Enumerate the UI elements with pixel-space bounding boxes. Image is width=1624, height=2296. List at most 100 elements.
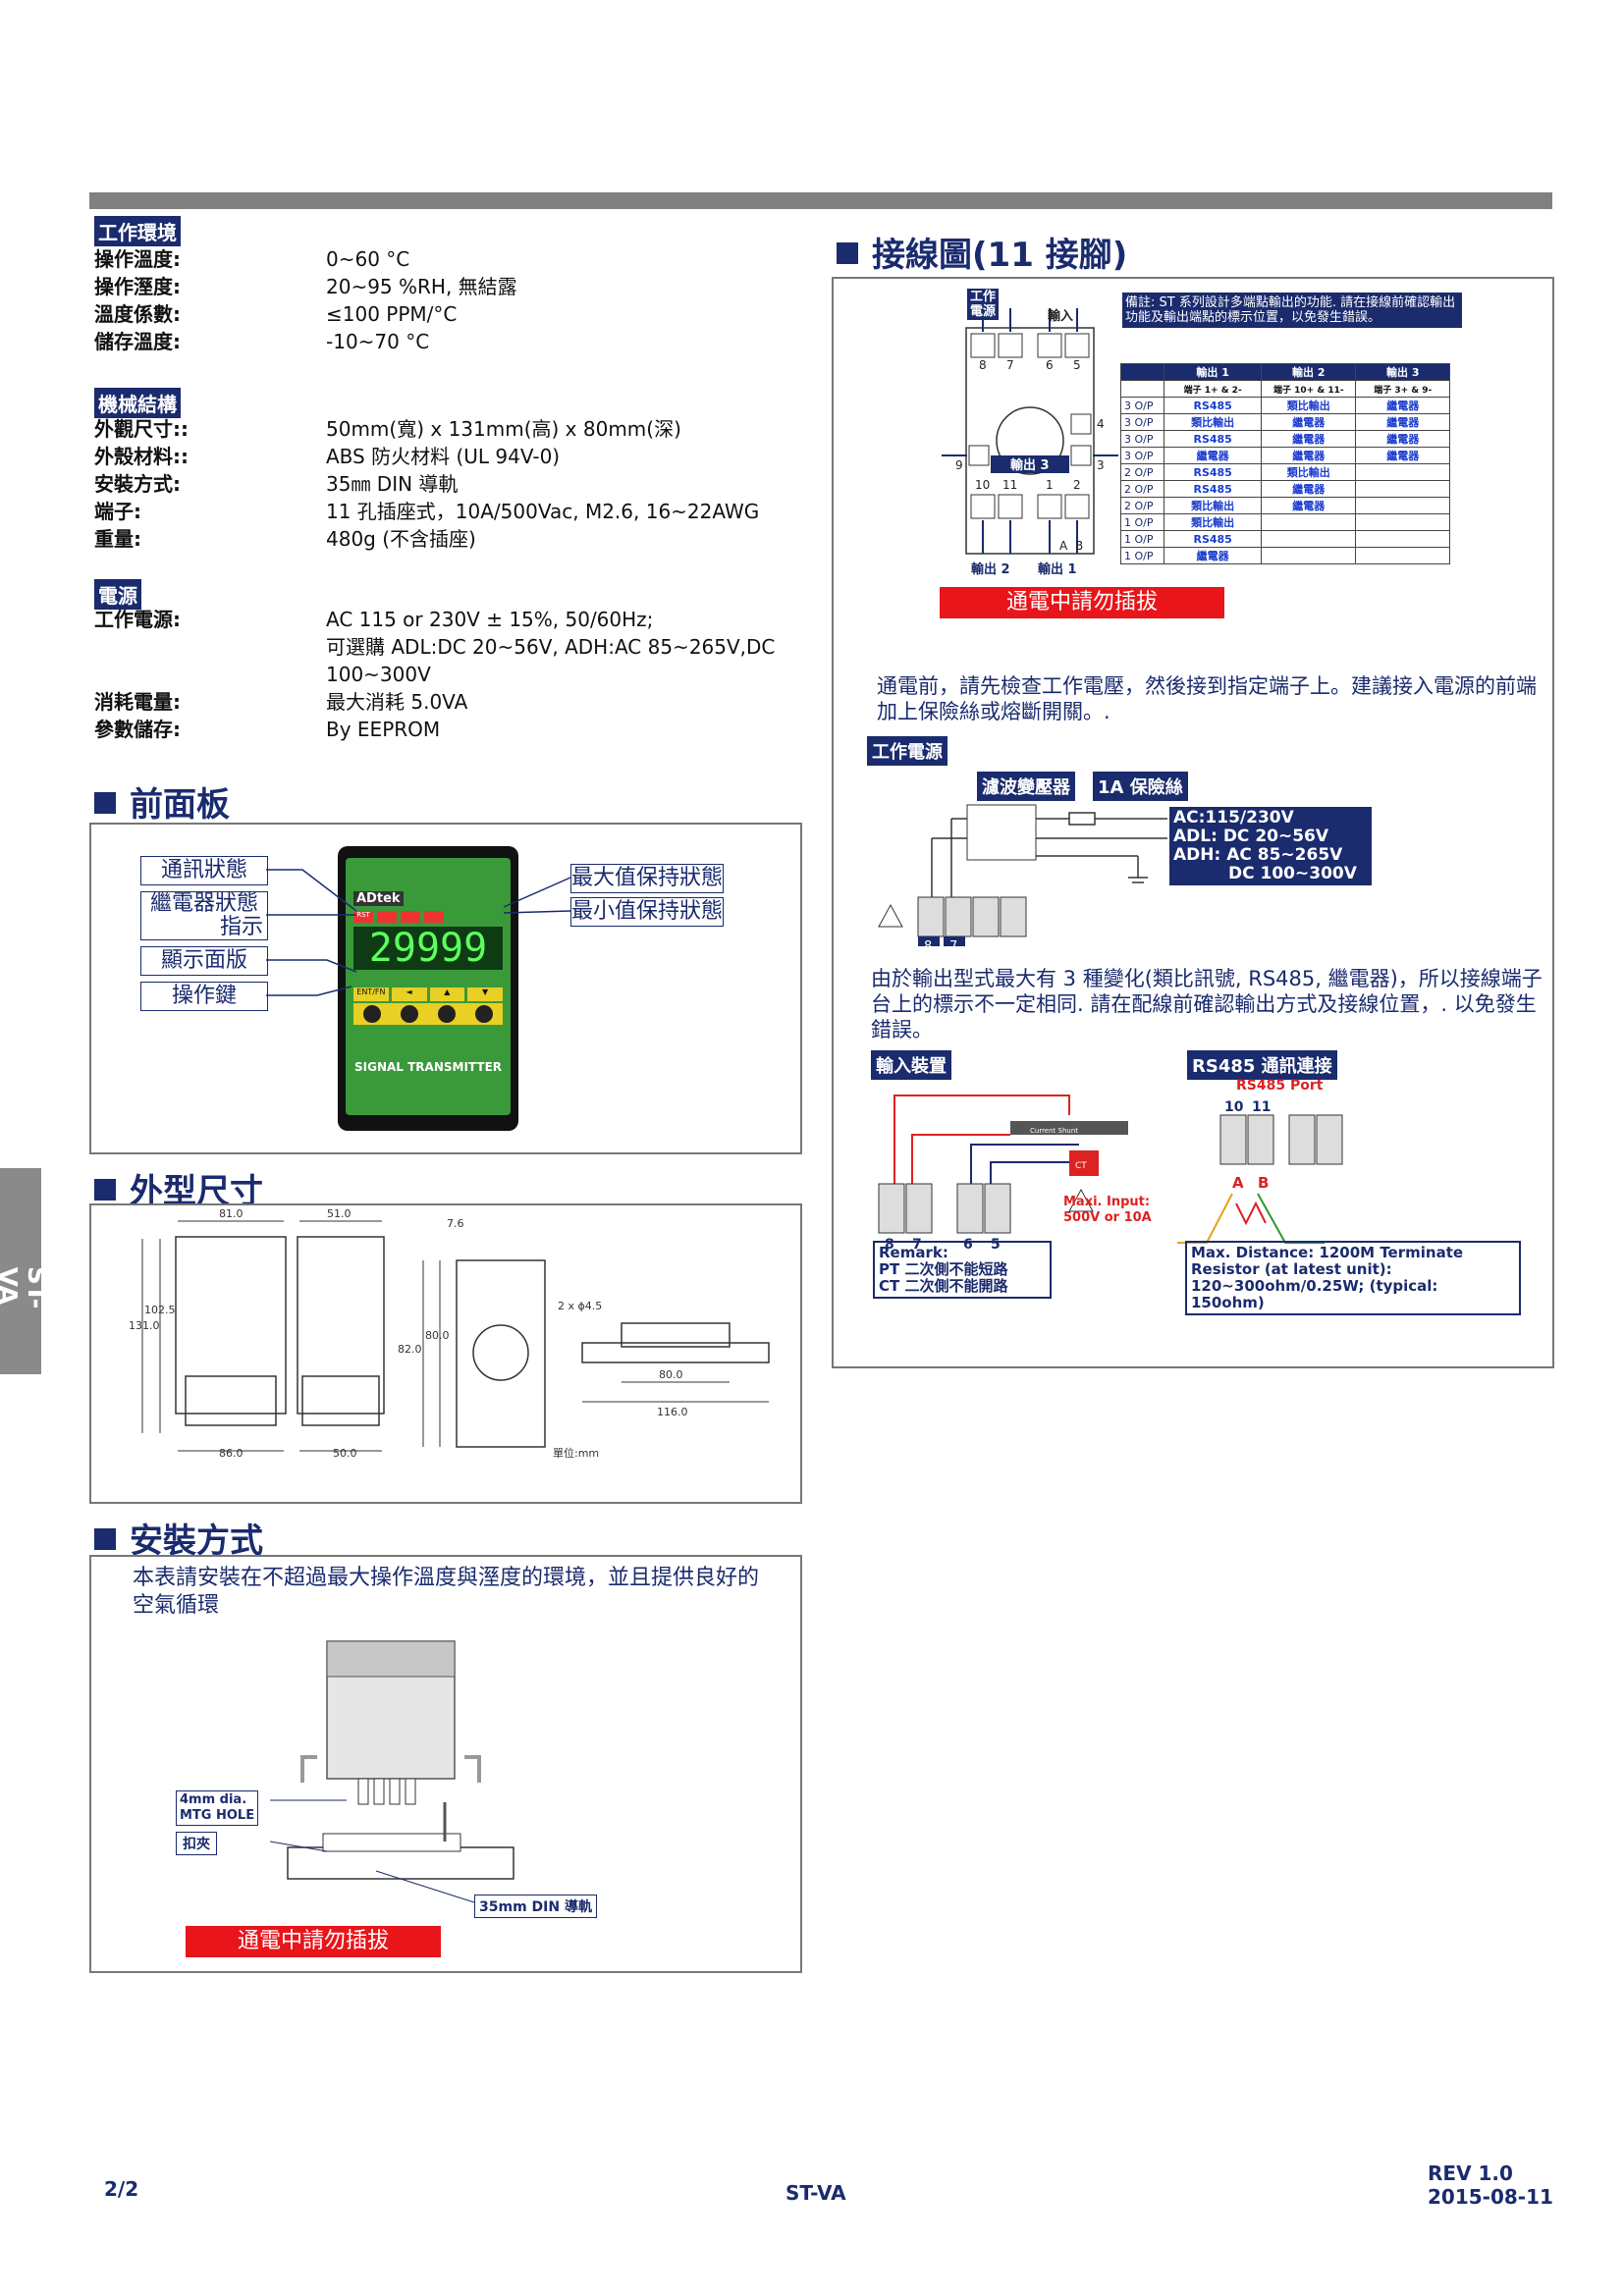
- power-spec-box: AC:115/230V ADL: DC 20~56V ADH: AC 85~26…: [1169, 807, 1372, 885]
- spec-value: AC 115 or 230V ± 15%, 50/60Hz;: [326, 608, 654, 631]
- max-input-line: 500V or 10A: [1063, 1210, 1152, 1225]
- spec-key: 安裝方式:: [94, 472, 181, 496]
- table-cell: 2 O/P: [1119, 497, 1165, 514]
- dim-label: 131.0: [129, 1319, 160, 1332]
- table-cell: [1355, 480, 1450, 498]
- dims-box: 81.0 51.0 7.6 102.5 131.0 86.0 50.0 80.0…: [89, 1203, 802, 1504]
- table-cell: 2 O/P: [1119, 463, 1165, 481]
- spec-row: 儲存溫度:-10~70 °C: [94, 328, 821, 355]
- spec-row: 工作電源: AC 115 or 230V ± 15%, 50/60Hz;: [94, 606, 821, 633]
- table-cell: RS485: [1164, 397, 1263, 414]
- table-cell: [1355, 497, 1450, 514]
- power-tag: 工作電源: [867, 736, 947, 766]
- up-key[interactable]: [438, 1005, 456, 1023]
- wiring-note: 備註: ST 系列設計多端點輸出的功能. 請在接線前確認輸出功能及輸出端點的標示…: [1122, 293, 1462, 328]
- input-pin: 7: [912, 1237, 922, 1253]
- wiring-box: 8 7 6 5 4 9 3 10 11 1 2 A B 輸出 3 輸出 2 輸出…: [832, 277, 1554, 1368]
- key-label: ENT/FN: [353, 988, 389, 1001]
- front-leader-lines: [266, 869, 571, 996]
- pin-number: 10: [975, 478, 990, 492]
- front-title: 前面板: [130, 785, 230, 825]
- label-keys: 操作鍵: [140, 982, 268, 1011]
- max-input-line: Maxi. Input:: [1063, 1195, 1150, 1209]
- distance-line: Max. Distance: 1200M Terminate: [1191, 1244, 1464, 1261]
- spec-key: [94, 633, 326, 688]
- table-cell: 類比輸出: [1164, 497, 1263, 514]
- fuse-tag: 1A 保險絲: [1093, 772, 1188, 801]
- distance-line: Resistor (at latest unit):: [1191, 1260, 1392, 1278]
- spec-key: 操作溼度:: [94, 275, 181, 298]
- spec-key: 消耗電量:: [94, 690, 181, 714]
- table-cell: [1355, 463, 1450, 481]
- install-warning-banner: 通電中請勿插拔: [186, 1926, 441, 1957]
- table-cell: [1261, 530, 1357, 548]
- table-cell: 類比輸出: [1164, 413, 1263, 431]
- table-cell: 輸出 3: [1355, 363, 1450, 381]
- spec-row: 溫度係數:≤100 PPM/°C: [94, 300, 821, 328]
- power-section: 電源: [94, 579, 141, 610]
- spec-key: 工作電源:: [94, 608, 181, 631]
- key-label: ◄: [391, 988, 427, 1001]
- label-relay-status-l1: 繼電器狀態: [149, 891, 258, 916]
- pre-power-text: 通電前，請先檢查工作電壓，然後接到指定端子上。建議接入電源的前端加上保險絲或熔斷…: [877, 674, 1537, 723]
- spec-value: 480g (不含插座): [326, 527, 476, 551]
- led-indicator: [401, 911, 420, 923]
- remark-line: PT 二次側不能短路: [879, 1260, 1008, 1278]
- table-cell: [1261, 547, 1357, 564]
- dim-label: 80.0: [659, 1368, 683, 1381]
- key-label: ▼: [467, 988, 503, 1001]
- warning-triangle-icon: [1068, 1188, 1094, 1212]
- table-cell: [1355, 547, 1450, 564]
- led-row: RST: [353, 911, 503, 923]
- table-cell: 繼電器: [1261, 413, 1357, 431]
- wiring-heading: 接線圖(11 接腳): [837, 228, 1127, 276]
- din-rail-label: 35mm DIN 導軌: [474, 1895, 597, 1918]
- spec-key: 操作溫度:: [94, 247, 181, 271]
- spec-key: 重量:: [94, 527, 141, 551]
- spec-row: 參數儲存:By EEPROM: [94, 716, 821, 743]
- table-cell: 輸出 2: [1261, 363, 1357, 381]
- spec-row: 外殼材料::ABS 防火材料 (UL 94V-0): [94, 443, 821, 470]
- table-cell: 繼電器: [1261, 430, 1357, 448]
- mech-section: 機械結構: [94, 388, 181, 418]
- table-cell: 3 O/P: [1119, 397, 1165, 414]
- power-pin-tag: 工作 電源: [967, 289, 1000, 320]
- key-labels: ENT/FN ◄ ▲ ▼: [353, 988, 503, 1001]
- table-cell: 1 O/P: [1119, 513, 1165, 531]
- dim-label: 7.6: [447, 1217, 464, 1230]
- env-section: 工作環境: [94, 216, 181, 246]
- side-tab: ST-VA: [0, 1168, 51, 1374]
- spec-row: 安裝方式:35㎜ DIN 導軌: [94, 470, 821, 498]
- table-cell: 繼電器: [1164, 447, 1263, 464]
- spec-key: 溫度係數:: [94, 302, 181, 326]
- pin-number: 2: [1073, 478, 1081, 492]
- power-spec-line: ADH: AC 85~265V: [1173, 845, 1343, 865]
- mech-title: 機械結構: [94, 388, 181, 418]
- spec-row: 外觀尺寸::50mm(寬) x 131mm(高) x 80mm(深): [94, 415, 821, 443]
- page-number: 2/2: [104, 2177, 139, 2201]
- table-cell: 類比輸出: [1261, 463, 1357, 481]
- out1-label: 輸出 1: [1038, 561, 1077, 577]
- wiring-title: 接線圖(11 接腳): [872, 236, 1128, 275]
- down-key[interactable]: [475, 1005, 493, 1023]
- footer-rev: REV 1.0: [1428, 2162, 1513, 2185]
- seven-segment-display: 29999: [353, 927, 503, 970]
- table-cell: 2 O/P: [1119, 480, 1165, 498]
- table-cell: 端子 1+ & 2-: [1164, 380, 1263, 398]
- rs485-pin: 10: [1224, 1099, 1244, 1115]
- env-table: 操作溫度:0~60 °C 操作溼度:20~95 %RH, 無結露 溫度係數:≤1…: [94, 245, 821, 355]
- remark-line: CT 二次側不能開路: [879, 1277, 1008, 1295]
- dim-label: 80.0: [425, 1329, 450, 1342]
- ent-fn-key[interactable]: [363, 1005, 381, 1023]
- warning-triangle-icon: [878, 903, 903, 928]
- install-title: 安裝方式: [130, 1522, 263, 1561]
- install-text: 本表請安裝在不超過最大操作溫度與溼度的環境，並且提供良好的空氣循環: [133, 1566, 760, 1618]
- table-cell: [1119, 380, 1165, 398]
- current-shunt-label: Current Shunt: [1030, 1127, 1078, 1135]
- table-cell: 繼電器: [1164, 547, 1263, 564]
- spec-value: -10~70 °C: [326, 330, 430, 353]
- left-key[interactable]: [401, 1005, 418, 1023]
